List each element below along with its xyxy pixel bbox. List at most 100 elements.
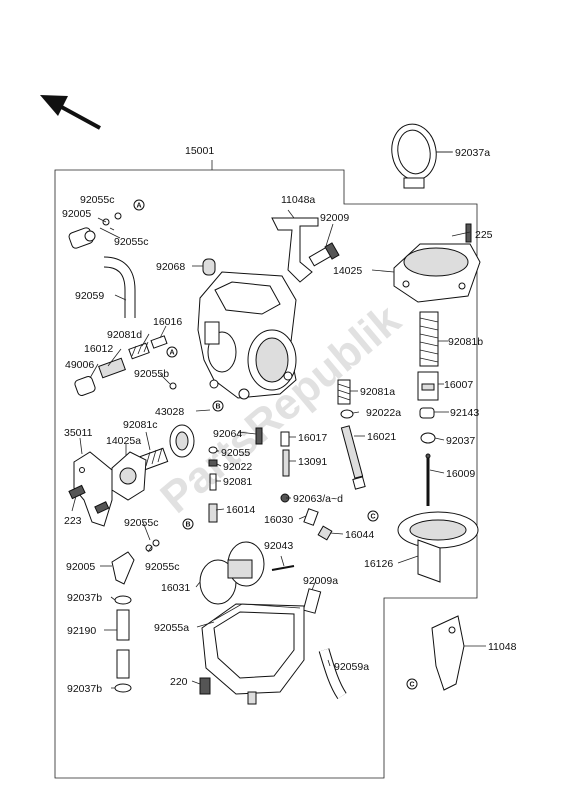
label-92055c: 92055c bbox=[124, 517, 158, 529]
label-16009: 16009 bbox=[446, 468, 475, 480]
label-16016: 16016 bbox=[153, 316, 182, 328]
label-35011: 35011 bbox=[64, 427, 93, 439]
fitting-upper-part bbox=[68, 212, 122, 249]
label-92081d: 92081d bbox=[107, 329, 142, 341]
label-49006: 49006 bbox=[65, 359, 94, 371]
label-15001: 15001 bbox=[185, 145, 214, 157]
svg-text:B: B bbox=[185, 522, 190, 529]
label-92022: 92022 bbox=[223, 461, 252, 473]
label-225: 225 bbox=[475, 229, 493, 241]
label-16044: 16044 bbox=[345, 529, 374, 541]
jet-needle-part bbox=[425, 453, 431, 506]
label-92043: 92043 bbox=[264, 540, 293, 552]
pilot-stack-part bbox=[208, 446, 218, 523]
bowl-screw-part bbox=[199, 677, 211, 695]
label-16126: 16126 bbox=[364, 558, 393, 570]
callout-b-mid: B bbox=[212, 400, 224, 412]
leader-lines bbox=[71, 151, 486, 689]
callout-b-low: B bbox=[182, 518, 194, 530]
label-16021: 16021 bbox=[367, 431, 396, 443]
float-part bbox=[199, 541, 265, 605]
label-92055a: 92055a bbox=[154, 622, 189, 634]
label-92055b: 92055b bbox=[134, 368, 169, 380]
label-92009a: 92009a bbox=[303, 575, 338, 587]
spring-upper-part bbox=[419, 311, 439, 367]
label-92081: 92081 bbox=[223, 476, 252, 488]
label-92059a: 92059a bbox=[334, 661, 369, 673]
clip-part bbox=[420, 432, 436, 444]
label-92037a: 92037a bbox=[455, 147, 490, 159]
label-16031: 16031 bbox=[161, 582, 190, 594]
label-220: 220 bbox=[170, 676, 188, 688]
label-16007: 16007 bbox=[444, 379, 473, 391]
label-11048: 11048 bbox=[488, 641, 517, 653]
band-clamp-part bbox=[391, 123, 452, 189]
screw-upper-part bbox=[308, 242, 340, 267]
label-92037b: 92037b bbox=[67, 683, 102, 695]
label-92055: 92055 bbox=[221, 447, 250, 459]
top-cover-part bbox=[393, 243, 481, 303]
small-screws-part bbox=[280, 493, 333, 541]
label-92022a: 92022a bbox=[366, 407, 401, 419]
label-13091: 13091 bbox=[298, 456, 327, 468]
assembly-frame bbox=[54, 169, 478, 779]
float-bowl-part bbox=[201, 603, 305, 705]
choke-cover-part bbox=[111, 451, 147, 501]
label-16017: 16017 bbox=[298, 432, 327, 444]
label-92143: 92143 bbox=[450, 407, 479, 419]
label-92055c: 92055c bbox=[114, 236, 148, 248]
bowl-gasket-part bbox=[213, 603, 301, 621]
spring-mid-part bbox=[337, 379, 351, 405]
hose-lower-part bbox=[318, 648, 347, 700]
callout-a-mid: A bbox=[166, 346, 178, 358]
needle-jet-part bbox=[340, 425, 366, 490]
label-11048a: 11048a bbox=[281, 194, 315, 206]
svg-text:C: C bbox=[409, 682, 414, 689]
label-223: 223 bbox=[64, 515, 82, 527]
choke-screws-part bbox=[68, 484, 110, 514]
bracket-lower-part bbox=[431, 615, 465, 691]
label-92005: 92005 bbox=[66, 561, 95, 573]
label-92064: 92064 bbox=[213, 428, 242, 440]
svg-text:C: C bbox=[370, 514, 375, 521]
label-92009: 92009 bbox=[320, 212, 349, 224]
label-43028: 43028 bbox=[155, 406, 184, 418]
label-14025: 14025 bbox=[333, 265, 362, 277]
svg-text:B: B bbox=[215, 404, 220, 411]
label-92055c: 92055c bbox=[80, 194, 114, 206]
float-pin-part bbox=[271, 565, 295, 571]
jet-holder-part bbox=[280, 431, 290, 477]
part-labels: 15001 92037a 92055c 92005 92055c 11048a … bbox=[62, 145, 517, 695]
svg-text:A: A bbox=[136, 203, 141, 210]
label-92055c: 92055c bbox=[145, 561, 179, 573]
label-92059: 92059 bbox=[75, 290, 104, 302]
callout-c-mid: C bbox=[367, 510, 379, 522]
direction-arrow-icon bbox=[40, 95, 101, 130]
pin-part bbox=[255, 427, 263, 445]
fitting-lower-part bbox=[111, 539, 160, 585]
label-92037b: 92037b bbox=[67, 592, 102, 604]
washer-a-part bbox=[340, 409, 354, 419]
label-92081c: 92081c bbox=[123, 419, 157, 431]
bracket-upper-part bbox=[271, 217, 319, 283]
label-16014: 16014 bbox=[226, 504, 255, 516]
label-16030: 16030 bbox=[264, 514, 293, 526]
label-14025a: 14025a bbox=[106, 435, 141, 447]
spacer-part bbox=[419, 407, 435, 419]
label-92081a: 92081a bbox=[360, 386, 395, 398]
linkage-part bbox=[74, 335, 168, 396]
label-92063: 92063/a~d bbox=[293, 493, 343, 505]
label-92005: 92005 bbox=[62, 208, 91, 220]
drain-hose-part bbox=[114, 595, 132, 693]
label-92037: 92037 bbox=[446, 435, 475, 447]
cap-part bbox=[202, 258, 216, 276]
carburetor-body-part bbox=[197, 271, 297, 400]
svg-text:A: A bbox=[169, 350, 174, 357]
cap-plate-part bbox=[169, 424, 195, 458]
label-92190: 92190 bbox=[67, 625, 96, 637]
needle-holder-part bbox=[417, 371, 439, 401]
label-16012: 16012 bbox=[84, 343, 113, 355]
callout-c-low: C bbox=[406, 678, 418, 690]
